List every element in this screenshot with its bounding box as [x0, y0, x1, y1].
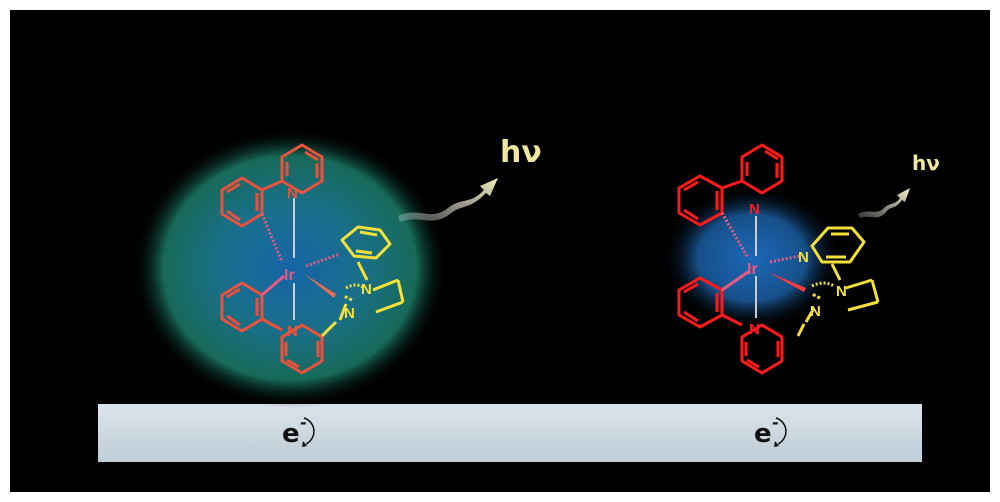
iridium-complex-left	[220, 143, 405, 375]
wedge-bond-ir-carbene-right	[768, 272, 806, 292]
electron-marker-left: e -	[282, 413, 315, 449]
imidazolylidene-ring-right	[796, 263, 880, 337]
nitrogen-label-top-right: N	[749, 201, 760, 218]
electrode-bar	[98, 404, 922, 462]
rotation-arrowhead-right	[774, 441, 779, 447]
photon-emission-arrow-right	[858, 188, 910, 218]
hashed-bond-ir-c-top-right	[720, 212, 750, 259]
nitrogen-label-pyridyl-right: N	[798, 249, 809, 266]
pyridine-ring-bottom-right	[740, 323, 784, 375]
electron-charge-left: -	[300, 413, 307, 432]
rotation-arrow-left	[303, 417, 315, 445]
nitrogen-label-imidazole-upper-right: N	[836, 283, 847, 300]
nitrogen-label-bottom-left: N	[287, 323, 298, 340]
carbene-pyridyl-ring-right	[810, 226, 866, 264]
pyridine-ring-bottom-left	[280, 323, 324, 375]
pyridine-ring-top-right	[740, 143, 784, 195]
nitrogen-label-imidazole-lower-right: N	[810, 303, 821, 320]
iridium-complex-right	[677, 143, 880, 375]
photon-emission-arrow-left	[398, 178, 498, 222]
emission-glow-left	[132, 128, 448, 408]
carbene-phenyl-ring-left	[340, 225, 392, 260]
nitrogen-label-top-left: N	[287, 185, 298, 202]
photon-label-right: hν	[912, 151, 940, 175]
bond-ir-c-bottom-right	[721, 270, 749, 292]
rotation-arrow-right	[775, 417, 787, 445]
iridium-label-left: Ir	[284, 267, 295, 284]
electron-marker-right: e -	[754, 413, 787, 449]
hashed-bond-ir-c-top-left	[260, 213, 284, 263]
nitrogen-label-imidazole-lower-left: N	[344, 305, 355, 322]
phenyl-ring-bottom-right	[677, 276, 743, 329]
photon-label-left: hν	[500, 135, 542, 170]
nitrogen-label-imidazole-upper-left: N	[361, 281, 372, 298]
imidazolylidene-ring-left	[320, 261, 405, 338]
electron-charge-right: -	[772, 413, 779, 432]
bond-ir-c-bottom-left	[261, 274, 285, 297]
iridium-label-right: Ir	[747, 261, 758, 278]
electron-label-left: e	[282, 419, 300, 449]
electron-label-right: e	[754, 419, 772, 449]
phenyl-ring-bottom-left	[220, 281, 283, 333]
pyridine-ring-top-left	[280, 143, 324, 195]
rotation-arrowhead-left	[302, 441, 307, 447]
nitrogen-label-bottom-right: N	[749, 321, 760, 338]
hashed-bond-ir-n-pyridyl-right	[769, 254, 801, 264]
wedge-bond-ir-carbene-left	[304, 274, 336, 298]
